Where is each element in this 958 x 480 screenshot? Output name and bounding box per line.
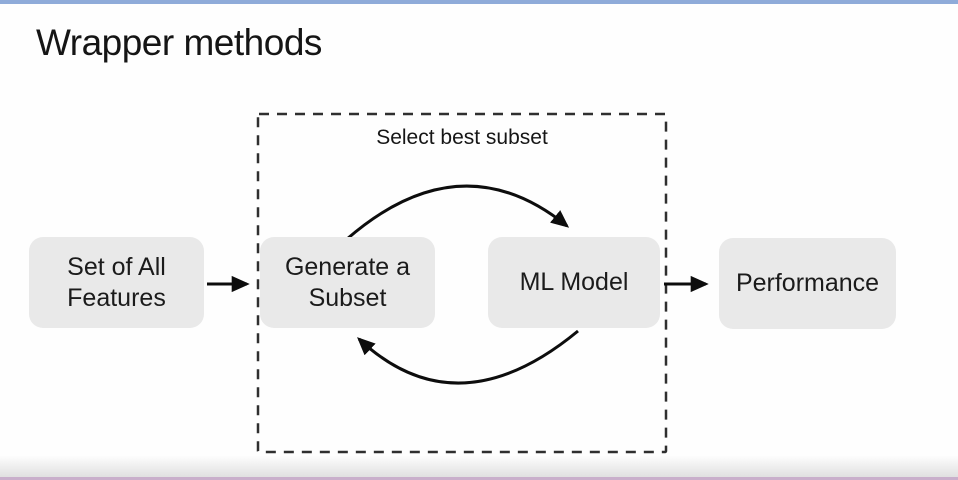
bottom-gradient-strip	[0, 456, 958, 480]
dashed-box-label: Select best subset	[376, 126, 548, 149]
arrow-model-to-subset-arc	[357, 329, 579, 385]
selection-loop-dashed-border	[256, 112, 668, 454]
node-set-of-all-features: Set of All Features	[29, 237, 204, 328]
node-ml-model: ML Model	[488, 237, 660, 328]
node-generate-a-subset: Generate a Subset	[260, 237, 435, 328]
top-accent-line	[0, 0, 958, 4]
node-label-performance: Performance	[735, 269, 880, 297]
node-label-ml-model: ML Model	[519, 268, 629, 296]
node-label-generate-a-subset: Generate a Subset	[284, 252, 411, 312]
node-performance: Performance	[719, 238, 896, 329]
page-title: Wrapper methods	[36, 22, 322, 63]
bottom-accent-line	[0, 477, 958, 480]
arrow-subset-to-model-arc	[346, 184, 570, 241]
node-label-set-of-all-features: Set of All Features	[67, 252, 166, 312]
